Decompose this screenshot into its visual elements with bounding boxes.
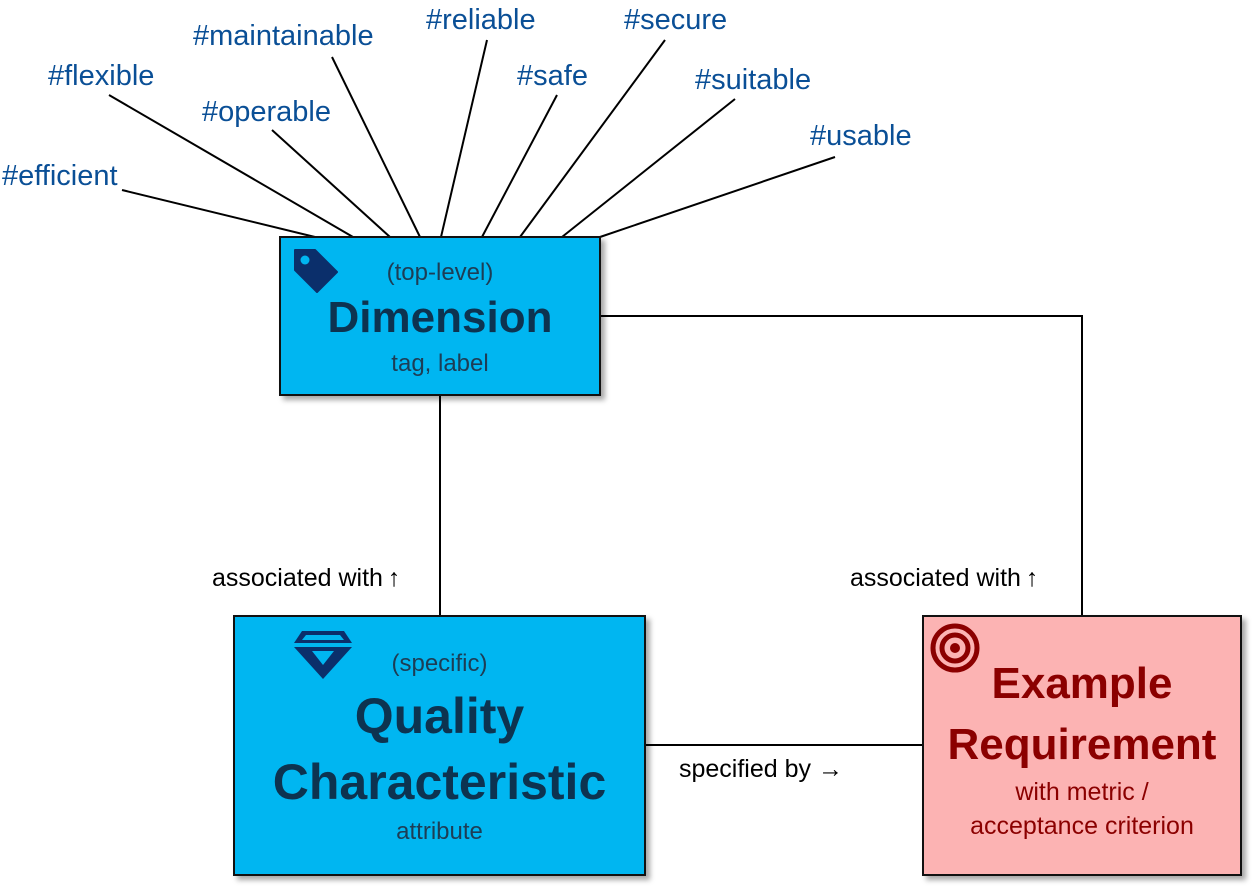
example-requirement-subtitle-line2: acceptance criterion (970, 812, 1194, 840)
tag-line-operable (271, 129, 391, 238)
quality-characteristic-title-line2: Characteristic (272, 754, 607, 810)
edge-label-req-dimension: associated with ↑ (850, 564, 1039, 592)
edge-label-qc-dimension: associated with ↑ (212, 564, 401, 592)
tag-suitable: #suitable (695, 64, 812, 96)
tag-secure: #secure (624, 4, 728, 36)
target-icon (930, 623, 980, 673)
tag-usable: #usable (810, 120, 912, 152)
tag-line-usable (599, 156, 836, 238)
dimension-box[interactable]: (top-level) Dimension tag, label (279, 236, 601, 396)
tag-reliable: #reliable (426, 4, 536, 36)
tag-line-safe (481, 94, 558, 238)
tag-icon (294, 249, 338, 293)
example-requirement-subtitle-line1: with metric / (1015, 778, 1149, 806)
example-requirement-title-line2: Requirement (947, 720, 1217, 769)
quality-characteristic-title-line1: Quality (354, 688, 525, 744)
tag-flexible: #flexible (48, 60, 155, 92)
tag-maintainable: #maintainable (193, 20, 374, 52)
tag-line-suitable (561, 98, 736, 238)
quality-characteristic-subtitle: attribute (396, 818, 483, 845)
quality-characteristic-qualifier: (specific) (391, 650, 488, 677)
diamond-icon (294, 631, 352, 679)
example-requirement-box[interactable]: Example Requirement with metric / accept… (922, 615, 1242, 876)
tag-safe: #safe (517, 60, 588, 92)
tag-line-flexible (108, 94, 354, 238)
tag-line-efficient (121, 189, 316, 238)
tag-line-reliable (440, 39, 488, 238)
edge-req-dimension (601, 315, 1083, 616)
tag-line-maintainable (331, 56, 421, 238)
quality-characteristic-box[interactable]: (specific) Quality Characteristic attrib… (233, 615, 646, 876)
dimension-title: Dimension (327, 293, 553, 342)
example-requirement-title-line1: Example (991, 659, 1173, 708)
edge-label-qc-requirement: specified by → (679, 755, 843, 783)
dimension-qualifier: (top-level) (386, 259, 494, 286)
tag-efficient: #efficient (2, 160, 118, 192)
tag-operable: #operable (202, 96, 331, 128)
dimension-subtitle: tag, label (391, 350, 489, 377)
tag-line-secure (519, 39, 666, 238)
